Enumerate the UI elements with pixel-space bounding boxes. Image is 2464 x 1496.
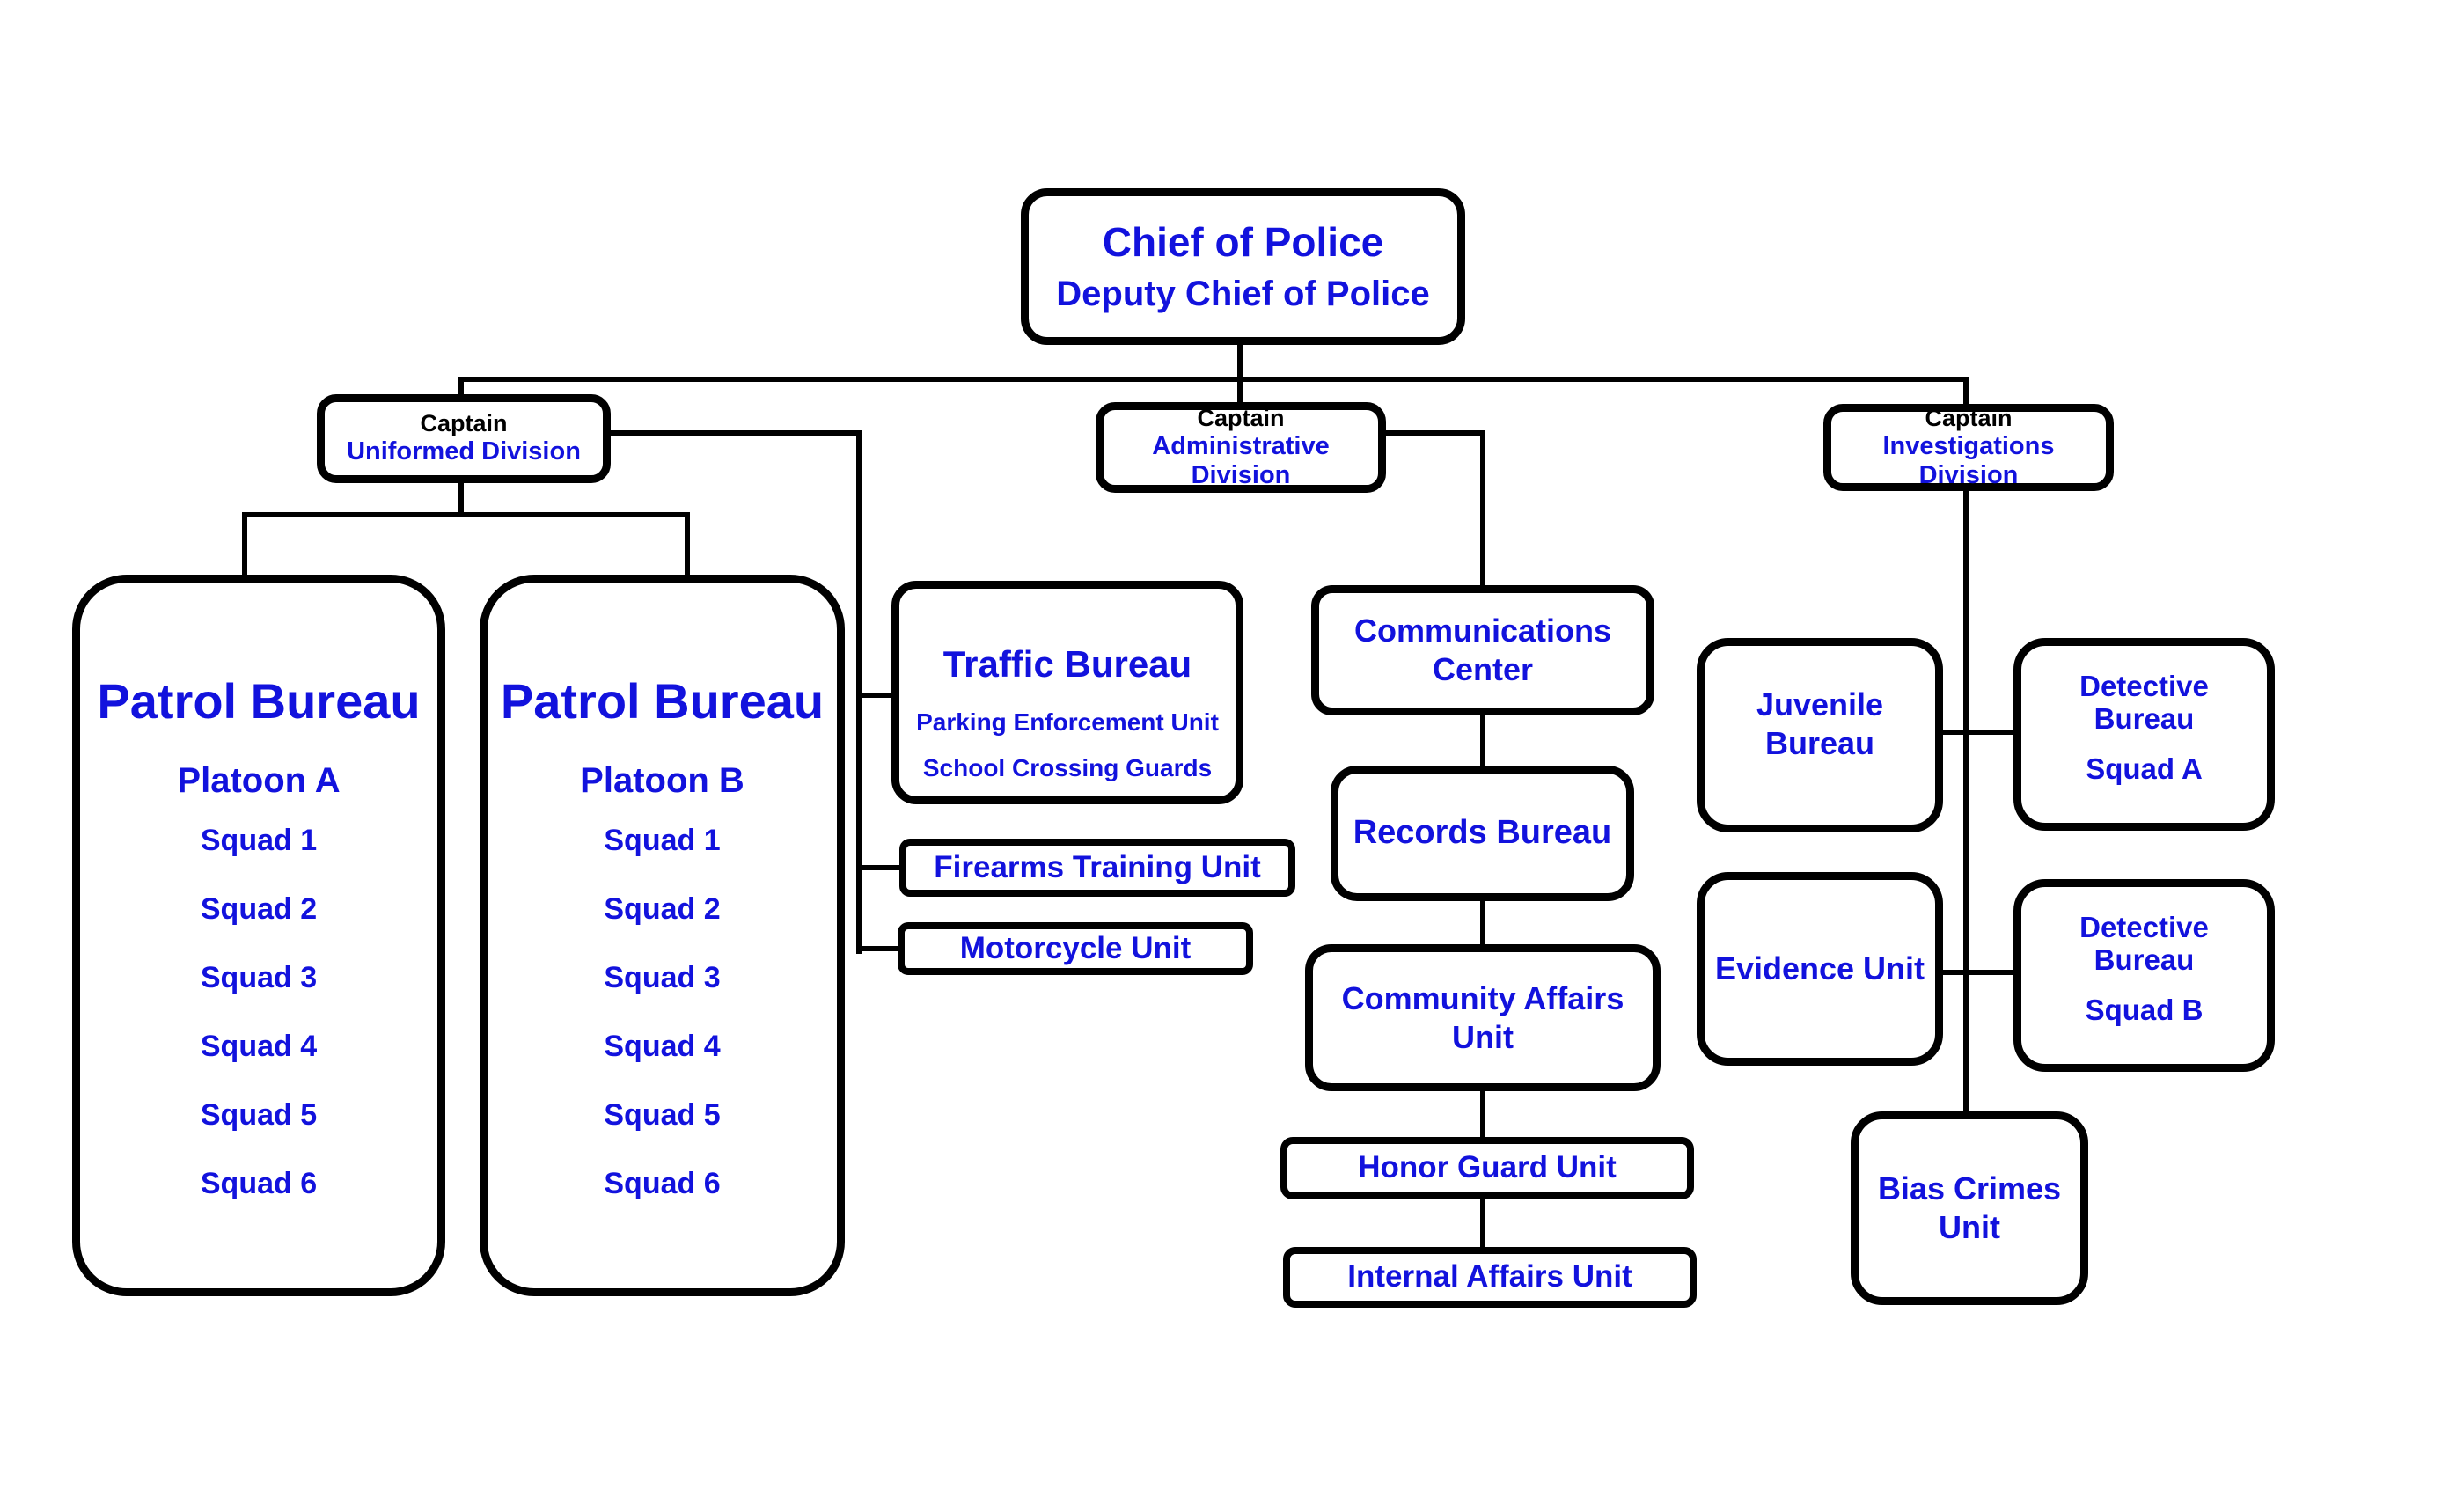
node-community-affairs-unit: Community Affairs Unit [1305, 944, 1661, 1091]
connector-uniformed-down [458, 483, 464, 512]
node-detective-bureau-squad-b: Detective Bureau Squad B [2013, 879, 2275, 1072]
firearms-training-unit-label: Firearms Training Unit [934, 849, 1261, 884]
connector-community-honor [1480, 1091, 1485, 1137]
node-motorcycle-unit: Motorcycle Unit [898, 922, 1253, 975]
traffic-bureau-title: Traffic Bureau [942, 643, 1192, 685]
communications-center-line2: Center [1432, 651, 1534, 687]
node-juvenile-bureau: Juvenile Bureau [1697, 638, 1943, 832]
patrol-a-squad-4: Squad 4 [200, 1030, 318, 1063]
connector-drop-patrol-b [685, 517, 690, 575]
node-traffic-bureau: Traffic Bureau Parking Enforcement Unit … [891, 581, 1243, 804]
detective-bureau-a-line2: Bureau [2094, 702, 2195, 735]
school-crossing-guards-label: School Crossing Guards [922, 754, 1213, 781]
motorcycle-unit-label: Motorcycle Unit [959, 930, 1192, 965]
communications-center-line1: Communications [1353, 612, 1612, 649]
patrol-b-squad-6: Squad 6 [604, 1167, 721, 1200]
connector-uniformed-right [611, 430, 862, 436]
community-affairs-line2: Unit [1452, 1018, 1514, 1055]
internal-affairs-unit-label: Internal Affairs Unit [1347, 1259, 1632, 1294]
connector-records-community [1480, 901, 1485, 944]
connector-patrol-horizontal [242, 512, 690, 517]
node-patrol-bureau-platoon-a: Patrol Bureau Platoon A Squad 1 Squad 2 … [72, 575, 445, 1296]
chief-label: Chief of Police [1102, 219, 1384, 265]
node-captain-uniformed-division: Captain Uniformed Division [317, 394, 611, 483]
connector-evidence-detective-b [1943, 970, 2013, 975]
node-communications-center: Communications Center [1311, 585, 1654, 715]
node-captain-administrative-division: Captain Administrative Division [1096, 402, 1386, 493]
node-honor-guard-unit: Honor Guard Unit [1280, 1137, 1694, 1199]
node-evidence-unit: Evidence Unit [1697, 872, 1943, 1066]
patrol-a-squad-2: Squad 2 [200, 892, 318, 926]
patrol-b-squad-1: Squad 1 [604, 824, 721, 857]
connector-juvenile-detective-a [1943, 730, 2013, 735]
patrol-b-title: Patrol Bureau [500, 673, 825, 729]
detective-bureau-a-line1: Detective [2079, 670, 2209, 702]
honor-guard-unit-label: Honor Guard Unit [1358, 1150, 1617, 1185]
deputy-chief-label: Deputy Chief of Police [1056, 275, 1430, 313]
patrol-b-squad-2: Squad 2 [604, 892, 721, 926]
juvenile-bureau-line1: Juvenile [1756, 686, 1884, 722]
connector-administrative-right [1386, 430, 1485, 436]
node-detective-bureau-squad-a: Detective Bureau Squad A [2013, 638, 2275, 831]
connector-stub-traffic [862, 693, 891, 698]
patrol-b-squad-4: Squad 4 [604, 1030, 721, 1063]
captain-investigations-rank: Captain [1925, 404, 2013, 431]
captain-administrative-rank: Captain [1197, 404, 1285, 431]
node-chief-of-police: Chief of Police Deputy Chief of Police [1021, 188, 1465, 345]
detective-bureau-b-line2: Bureau [2094, 943, 2195, 976]
bias-crimes-line2: Unit [1939, 1209, 2000, 1245]
connector-drop-uniformed [458, 382, 464, 394]
patrol-b-squad-5: Squad 5 [604, 1098, 721, 1132]
connector-stub-motorcycle [862, 946, 898, 951]
captain-uniformed-division-label: Uniformed Division [347, 437, 581, 466]
node-internal-affairs-unit: Internal Affairs Unit [1283, 1247, 1697, 1308]
records-bureau-label: Records Bureau [1353, 814, 1612, 852]
connector-chief-down [1237, 345, 1243, 382]
connector-drop-investigations [1963, 382, 1969, 404]
connector-comm-records [1480, 715, 1485, 766]
connector-drop-patrol-a [242, 517, 247, 575]
patrol-a-squad-1: Squad 1 [200, 824, 318, 857]
connector-drop-administrative [1237, 382, 1243, 402]
connector-captains-horizontal [458, 377, 1969, 382]
detective-bureau-b-squad: Squad B [2085, 994, 2204, 1026]
node-records-bureau: Records Bureau [1331, 766, 1634, 901]
patrol-a-platoon: Platoon A [177, 761, 341, 800]
node-captain-investigations-division: Captain Investigations Division [1823, 404, 2114, 491]
community-affairs-line1: Community Affairs [1341, 979, 1624, 1016]
juvenile-bureau-line2: Bureau [1764, 724, 1875, 761]
captain-uniformed-rank: Captain [420, 410, 508, 437]
captain-investigations-division-label: Investigations Division [1882, 431, 2055, 490]
connector-honor-internal [1480, 1199, 1485, 1247]
bias-crimes-line1: Bias Crimes [1877, 1170, 2062, 1206]
captain-administrative-division-label: Administrative Division [1152, 431, 1330, 490]
evidence-unit-label: Evidence Unit [1714, 950, 1925, 987]
patrol-a-title: Patrol Bureau [97, 673, 421, 729]
detective-bureau-b-line1: Detective [2079, 911, 2209, 943]
parking-enforcement-unit-label: Parking Enforcement Unit [916, 708, 1219, 736]
detective-bureau-a-squad: Squad A [2086, 752, 2203, 785]
patrol-a-squad-6: Squad 6 [200, 1167, 318, 1200]
node-patrol-bureau-platoon-b: Patrol Bureau Platoon B Squad 1 Squad 2 … [480, 575, 845, 1296]
patrol-b-platoon: Platoon B [580, 761, 744, 800]
node-firearms-training-unit: Firearms Training Unit [899, 839, 1295, 897]
connector-traffic-trunk [856, 430, 862, 954]
patrol-a-squad-5: Squad 5 [200, 1098, 318, 1132]
node-bias-crimes-unit: Bias Crimes Unit [1851, 1111, 2088, 1305]
connector-admin-trunk-down [1480, 430, 1485, 585]
patrol-b-squad-3: Squad 3 [604, 961, 721, 994]
connector-stub-firearms [862, 865, 899, 870]
connector-investigations-trunk [1963, 491, 1969, 1111]
patrol-a-squad-3: Squad 3 [200, 961, 318, 994]
